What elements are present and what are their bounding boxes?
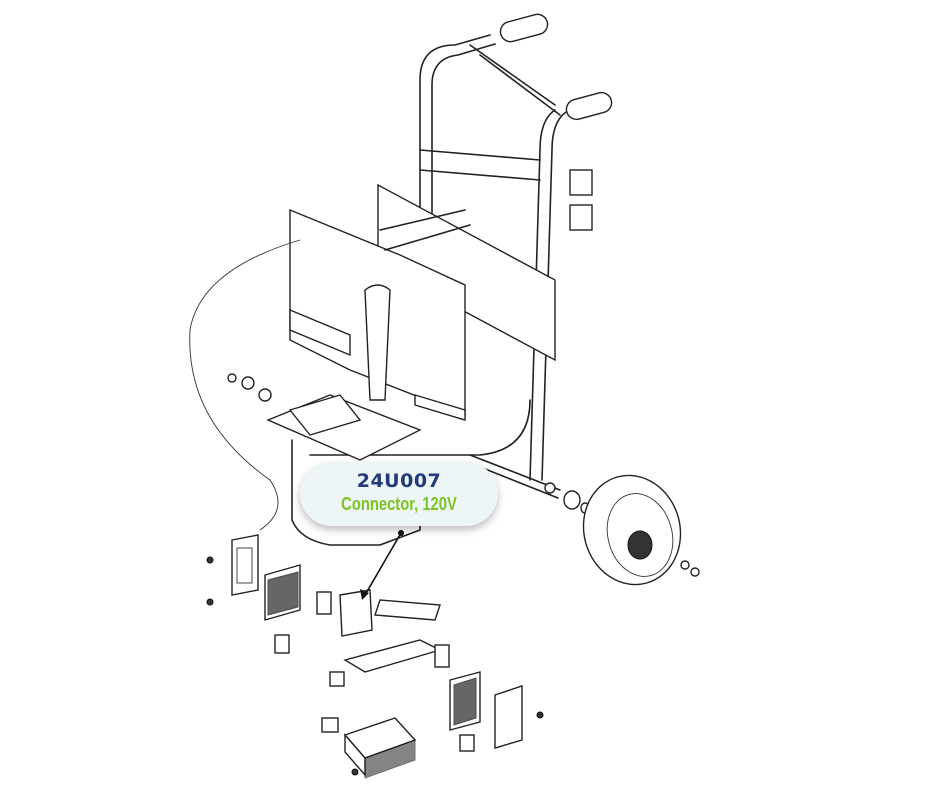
wheel-assembly	[469, 454, 700, 586]
power-cord	[189, 239, 301, 531]
component-tray	[266, 394, 422, 546]
rear-mounting-plate	[289, 183, 556, 421]
cart-handle-frame	[309, 13, 613, 481]
part-description: Connector, 120V	[341, 494, 457, 514]
part-callout[interactable]: 24U007 Connector, 120V	[300, 462, 498, 526]
electrical-components	[206, 534, 544, 779]
connector-hardware	[227, 373, 272, 402]
callout-leader-line	[360, 530, 404, 600]
part-number: 24U007	[356, 470, 442, 492]
